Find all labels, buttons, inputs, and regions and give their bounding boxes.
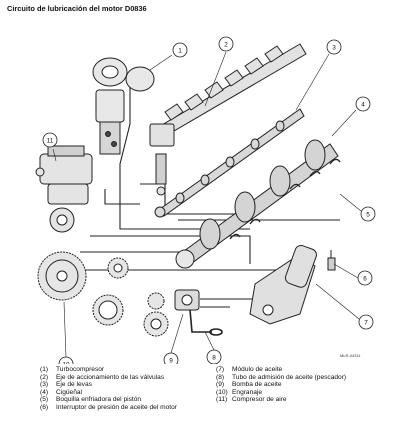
legend-item: (3)Eje de levas: [40, 381, 92, 389]
legend-item: (8)Tubo de admisión de aceite (pescador): [216, 373, 347, 381]
legend-item: (10)Engranaje: [216, 388, 263, 396]
oil-pump-part: [174, 289, 200, 311]
callout-3: 3: [332, 44, 336, 51]
crankshaft-part: [175, 139, 339, 269]
callout-6: 6: [363, 275, 367, 282]
legend-item: (9)Bomba de aceite: [216, 381, 282, 389]
oil-pressure-switch-part: [327, 250, 336, 271]
callout-1: 1: [178, 47, 182, 54]
callout-9: 9: [169, 357, 173, 364]
legend-item: (6)Interruptor de presión de aceite del …: [40, 403, 177, 411]
lubrication-circuit-illustration: 1 2 3 4 5 6 7 8 9 10 11 MLR-04311: [0, 14, 403, 364]
legend-item: (1)Turbocompresor: [40, 366, 105, 373]
diagram-title: Circuito de lubricación del motor D0836: [7, 4, 147, 13]
callout-4: 4: [361, 101, 365, 108]
oil-pickup-tube-part: [189, 309, 223, 336]
callout-7: 7: [364, 319, 368, 326]
callout-8: 8: [212, 354, 216, 361]
legend-right: (7)Módulo de aceite (8)Tubo de admisión …: [216, 366, 346, 404]
figure-code: MLR-04311: [340, 353, 361, 358]
callout-11: 11: [47, 137, 54, 144]
legend-item: (2)Eje de accionamiento de las válvulas: [40, 373, 165, 381]
callout-10: 10: [62, 361, 70, 364]
callout-5: 5: [366, 211, 370, 218]
legend-item: (7)Módulo de aceite: [216, 366, 283, 373]
camshaft-part: [154, 108, 305, 218]
valve-rocker-shaft-part: [149, 43, 307, 196]
turbocharger-part: [92, 57, 155, 155]
gear-train-part: [37, 251, 169, 337]
air-compressor-part: [35, 145, 93, 233]
legend-left: (1)Turbocompresor (2)Eje de accionamient…: [40, 366, 177, 412]
callout-circles: [42, 36, 376, 364]
callout-2: 2: [224, 41, 228, 48]
piston-cooling-nozzles-part: [229, 158, 341, 240]
oil-module-part: [249, 244, 317, 325]
leader-lines: [52, 51, 362, 358]
legend-item: (4)Cigüeñal: [40, 388, 83, 396]
legend-item: (11)Compresor de aire: [216, 396, 287, 404]
legend-item: (5)Boquilla enfriadora del pistón: [40, 396, 142, 404]
